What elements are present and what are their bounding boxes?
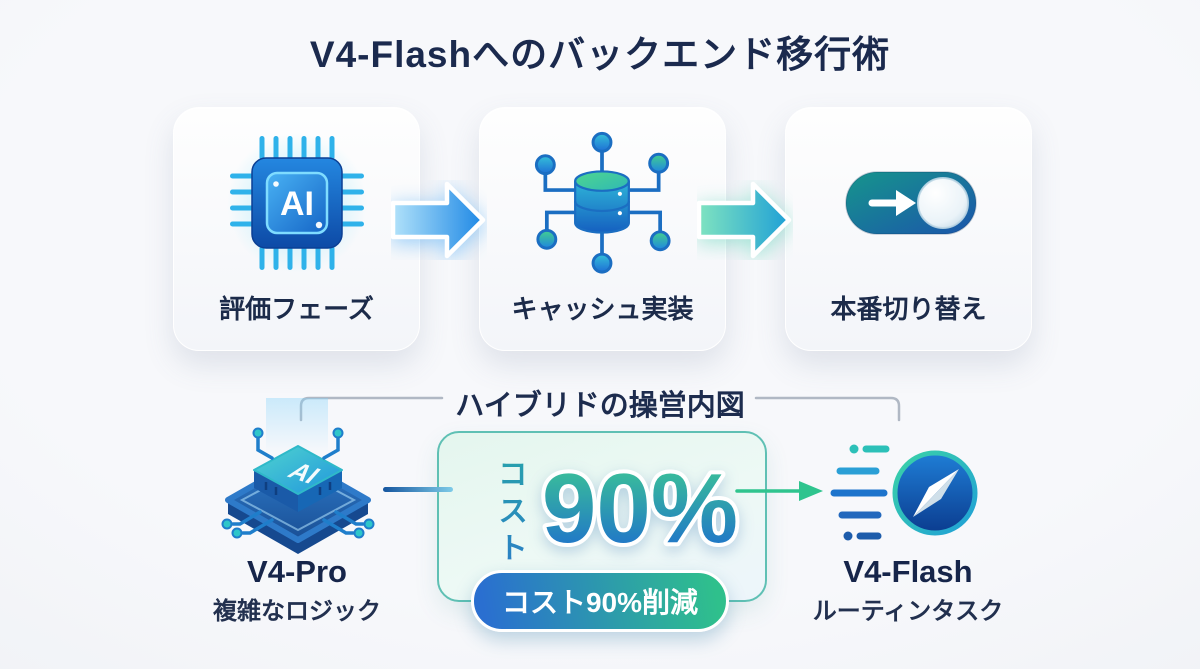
chip-ai-text: AI bbox=[280, 185, 314, 223]
database-network-icon bbox=[534, 131, 671, 274]
flash-description: ルーティンタスク bbox=[812, 598, 1004, 625]
section-label: ハイブリドの操営内図 bbox=[455, 390, 745, 422]
step-card-cache: キャッシュ実装 bbox=[479, 107, 726, 351]
pro-name: V4-Pro bbox=[247, 554, 347, 589]
speedometer-icon bbox=[830, 444, 978, 541]
flow-arrow-1-icon bbox=[391, 181, 486, 259]
cost-vertical-label: コスト bbox=[487, 458, 531, 578]
step-label-evaluation: 評価フェーズ bbox=[219, 294, 374, 324]
cost-reduction-badge: コスト90%削減 bbox=[470, 570, 730, 632]
step-card-evaluation: AI 評価フェーズ bbox=[173, 107, 420, 351]
flash-name: V4-Flash bbox=[843, 554, 973, 589]
step-label-switchover: 本番切り替え bbox=[830, 294, 987, 324]
cost-percentage-text: 90% bbox=[542, 453, 738, 563]
step-card-switchover: 本番切り替え bbox=[785, 107, 1032, 351]
connector-line-left bbox=[383, 487, 453, 492]
pro-description: 複雑なロジック bbox=[213, 598, 381, 625]
step-label-cache: キャッシュ実装 bbox=[511, 294, 694, 324]
toggle-switch-icon bbox=[845, 171, 977, 235]
connector-arrow-right-icon bbox=[735, 481, 823, 501]
isometric-ai-chip-icon: AI bbox=[221, 427, 375, 554]
cost-percentage: 90% bbox=[538, 449, 742, 567]
section-bracket bbox=[299, 396, 901, 422]
flow-arrow-2-icon bbox=[697, 181, 792, 259]
chip-glow-band bbox=[266, 398, 328, 453]
page-title: V4-Flashへのバックエンド移行術 bbox=[309, 34, 891, 75]
ai-chip-icon: AI bbox=[227, 133, 367, 273]
